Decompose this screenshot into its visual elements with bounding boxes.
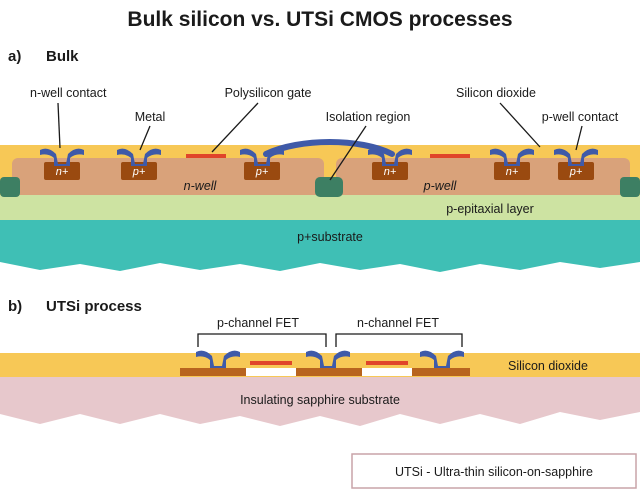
bulk-epitaxial-layer [0,193,640,220]
implant-n-plus-3 [494,162,530,180]
utsi-gate-1 [250,361,292,365]
leader-metal [139,125,151,151]
implant-n-plus-2 [372,162,408,180]
metal-contact-3 [240,148,284,166]
metal-contact-1 [40,148,84,166]
implant-n-plus-2-label: n+ [384,166,397,178]
nfet-label: n-channel FET [357,316,439,330]
si-island-2 [296,368,362,376]
implant-n-plus-1-label: n+ [56,166,69,178]
implant-p-plus-3 [558,162,594,180]
nfet-bracket [335,333,463,347]
p-well-label: p-well [423,179,458,193]
epi-layer-label: p-epitaxial layer [446,202,534,216]
utsi-gate-2 [366,361,408,365]
poly-gate-2 [430,154,470,158]
si-island-3 [412,368,470,376]
section-a-letter: a) [8,48,21,65]
substrate-label: p+substrate [297,230,363,244]
si-island-gap-2 [362,368,412,376]
callout-metal: Metal [135,110,166,124]
p-well-region [336,158,630,195]
leader-oxide [499,102,541,148]
callout-pwell-contact: p-well contact [542,110,619,124]
metal-contact-2 [117,148,161,166]
legend-text: UTSi - Ultra-thin silicon-on-sapphire [395,465,593,479]
isolation-right [620,177,640,197]
si-island-1 [180,368,246,376]
utsi-contact-1 [196,350,240,368]
implant-p-plus-3-label: p+ [569,166,583,178]
metal-contact-5 [490,148,534,166]
bulk-p-plus-substrate [0,218,640,272]
implant-n-plus-3-label: n+ [506,166,519,178]
metal-contact-4 [368,148,412,166]
leader-isolation [329,125,367,181]
utsi-contact-3 [420,350,464,368]
implant-p-plus-1-label: p+ [132,166,146,178]
implant-n-plus-1 [44,162,80,180]
si-island-gap-1 [246,368,296,376]
implant-p-plus-2-label: p+ [255,166,269,178]
pfet-label: p-channel FET [217,316,299,330]
sapphire-substrate [0,376,640,426]
isolation-center [315,177,343,197]
legend-box [351,453,637,489]
poly-gate-1 [186,154,226,158]
callout-oxide: Silicon dioxide [456,86,536,100]
utsi-contact-2 [306,350,350,368]
leader-pwell-contact [575,125,583,151]
section-a-name: Bulk [46,48,79,65]
section-b-name: UTSi process [46,298,142,315]
leader-nwell-contact [57,102,61,149]
isolation-left [0,177,20,197]
callout-poly-gate: Polysilicon gate [225,86,312,100]
callout-isolation: Isolation region [326,110,411,124]
metal-contact-6 [554,148,598,166]
leader-poly-gate [211,102,259,153]
implant-p-plus-2 [244,162,280,180]
diagram-title: Bulk silicon vs. UTSi CMOS processes [127,8,512,31]
implant-p-plus-1 [121,162,157,180]
pfet-bracket [197,333,327,347]
n-well-label: n-well [184,179,218,193]
utsi-oxide-label: Silicon dioxide [508,359,588,373]
section-b-letter: b) [8,298,22,315]
callout-nwell-contact: n-well contact [30,86,107,100]
sapphire-label: Insulating sapphire substrate [240,393,400,407]
